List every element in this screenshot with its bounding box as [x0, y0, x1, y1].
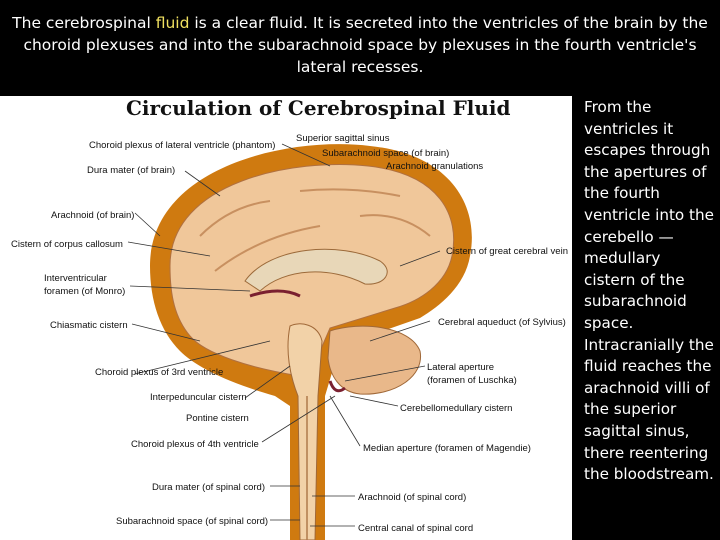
header-highlight-word: fluid — [155, 14, 190, 32]
leader-lines — [127, 143, 441, 527]
label-median-aperture: Median aperture (foramen of Magendie) — [363, 443, 531, 454]
label-central-canal: Central canal of spinal cord — [358, 523, 474, 534]
brain-illustration — [127, 143, 472, 540]
label-arachnoid-brain: Arachnoid (of brain) — [51, 210, 135, 221]
csf-diagram: Circulation of Cerebrospinal Fluid — [0, 96, 572, 540]
gyri — [199, 188, 431, 272]
label-cistern-corpus-callosum: Cistern of corpus callosum — [11, 239, 123, 250]
slide-header: The cerebrospinal fluid is a clear fluid… — [0, 0, 720, 96]
label-choroid-plexus-3rd: Choroid plexus of 3rd ventricle — [95, 367, 224, 378]
label-interventricular-1: Interventricular — [44, 273, 107, 284]
figure-title: Circulation of Cerebrospinal Fluid — [126, 96, 511, 120]
label-cerebellomedullary-cistern: Cerebellomedullary cistern — [400, 403, 513, 414]
side-text: From the ventricles it escapes through t… — [584, 98, 714, 484]
label-dura-mater-spinal: Dura mater (of spinal cord) — [152, 482, 265, 493]
label-cerebral-aqueduct: Cerebral aqueduct (of Sylvius) — [438, 317, 566, 328]
label-superior-sagittal-sinus: Superior sagittal sinus — [296, 133, 390, 144]
label-lateral-aperture-2: (foramen of Luschka) — [427, 375, 517, 386]
label-arachnoid-granulations: Arachnoid granulations — [386, 161, 484, 172]
brainstem — [287, 323, 323, 540]
choroid-vessels — [249, 289, 346, 393]
label-chiasmatic-cistern: Chiasmatic cistern — [50, 320, 128, 331]
label-choroid-plexus-4th: Choroid plexus of 4th ventricle — [131, 439, 259, 450]
lateral-ventricle — [244, 248, 388, 292]
label-lateral-aperture-1: Lateral aperture — [427, 362, 495, 373]
header-text-post: is a clear fluid. It is secreted into th… — [23, 14, 708, 76]
cerebellum — [327, 325, 421, 395]
label-subarachnoid-space-spinal: Subarachnoid space (of spinal cord) — [116, 516, 269, 527]
label-choroid-plexus-lateral: Choroid plexus of lateral ventricle (pha… — [89, 140, 276, 151]
label-interventricular-2: foramen (of Monro) — [44, 286, 126, 297]
label-dura-mater-brain: Dura mater (of brain) — [87, 165, 176, 176]
label-interpeduncular-cistern: Interpeduncular cistern — [150, 392, 247, 403]
label-arachnoid-spinal: Arachnoid (of spinal cord) — [358, 492, 467, 503]
label-pontine-cistern: Pontine cistern — [186, 413, 249, 424]
label-cistern-great-cerebral-vein: Cistern of great cerebral vein — [446, 246, 568, 257]
label-subarachnoid-space-brain: Subarachnoid space (of brain) — [322, 148, 450, 159]
header-text-pre: The cerebrospinal — [12, 14, 156, 32]
